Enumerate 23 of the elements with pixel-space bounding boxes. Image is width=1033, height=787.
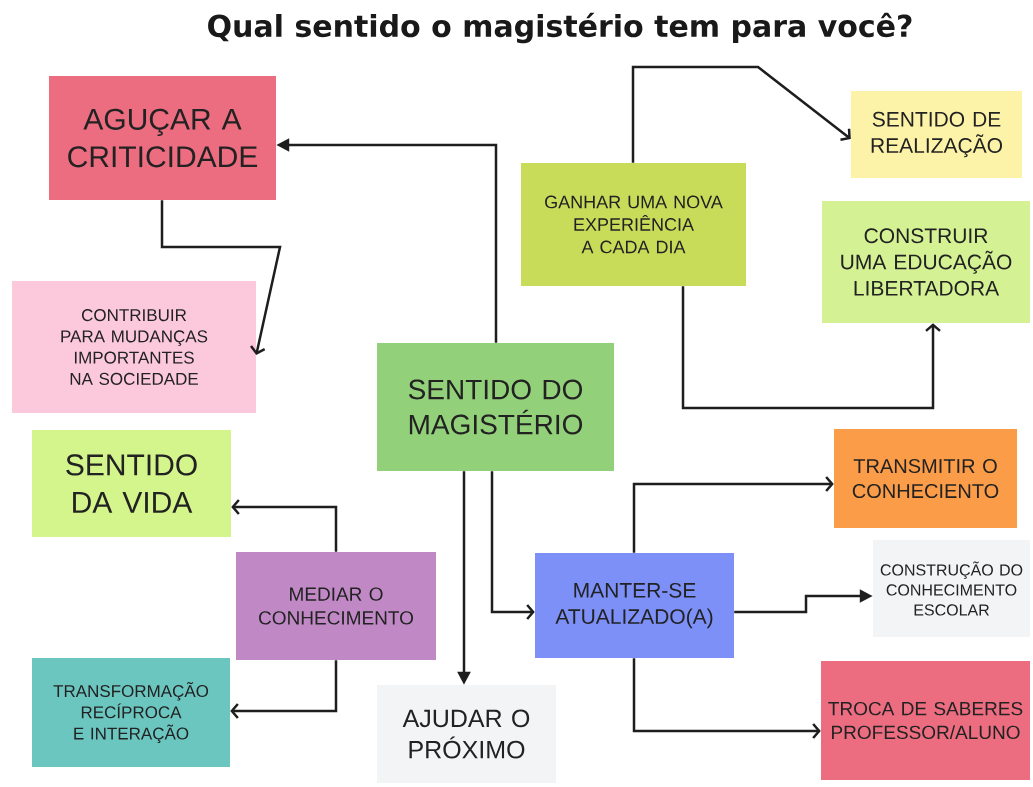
sticky-note: MEDIAR O CONHECIMENTO <box>236 552 436 660</box>
arrow <box>632 476 834 553</box>
arrow <box>681 286 941 410</box>
sticky-note: TRANSFORMAÇÃO RECÍPROCA E INTERAÇÃO <box>32 658 230 767</box>
sticky-note: SENTIDO DA VIDA <box>32 430 231 537</box>
sticky-note: MANTER-SE ATUALIZADO(A) <box>535 553 734 658</box>
arrow <box>631 65 851 163</box>
arrow <box>632 658 821 739</box>
sticky-note: GANHAR UMA NOVA EXPERIÊNCIA A CADA DIA <box>521 163 746 286</box>
arrow <box>230 660 338 719</box>
arrow <box>490 471 535 620</box>
sticky-note: AJUDAR O PRÓXIMO <box>377 685 556 783</box>
sticky-note: SENTIDO DO MAGISTÉRIO <box>377 343 614 471</box>
arrow <box>231 499 338 552</box>
sticky-note: SENTIDO DE REALIZAÇÃO <box>851 91 1022 178</box>
title: Qual sentido o magistério tem para você? <box>208 12 912 44</box>
sticky-note: AGUÇAR A CRITICIDADE <box>49 76 276 200</box>
sticky-note: TROCA DE SABERES PROFESSOR/ALUNO <box>821 661 1030 780</box>
sticky-note: CONTRIBUIR PARA MUDANÇAS IMPORTANTES NA SOCIEDADE <box>12 281 256 413</box>
sticky-note: CONSTRUIR UMA EDUCAÇÃO LIBERTADORA <box>822 201 1030 323</box>
arrow <box>160 200 282 355</box>
sticky-note: TRANSMITIR O CONHECIENTO <box>834 429 1017 528</box>
sticky-note: CONSTRUÇÃO DO CONHECIMENTO ESCOLAR <box>873 540 1030 637</box>
